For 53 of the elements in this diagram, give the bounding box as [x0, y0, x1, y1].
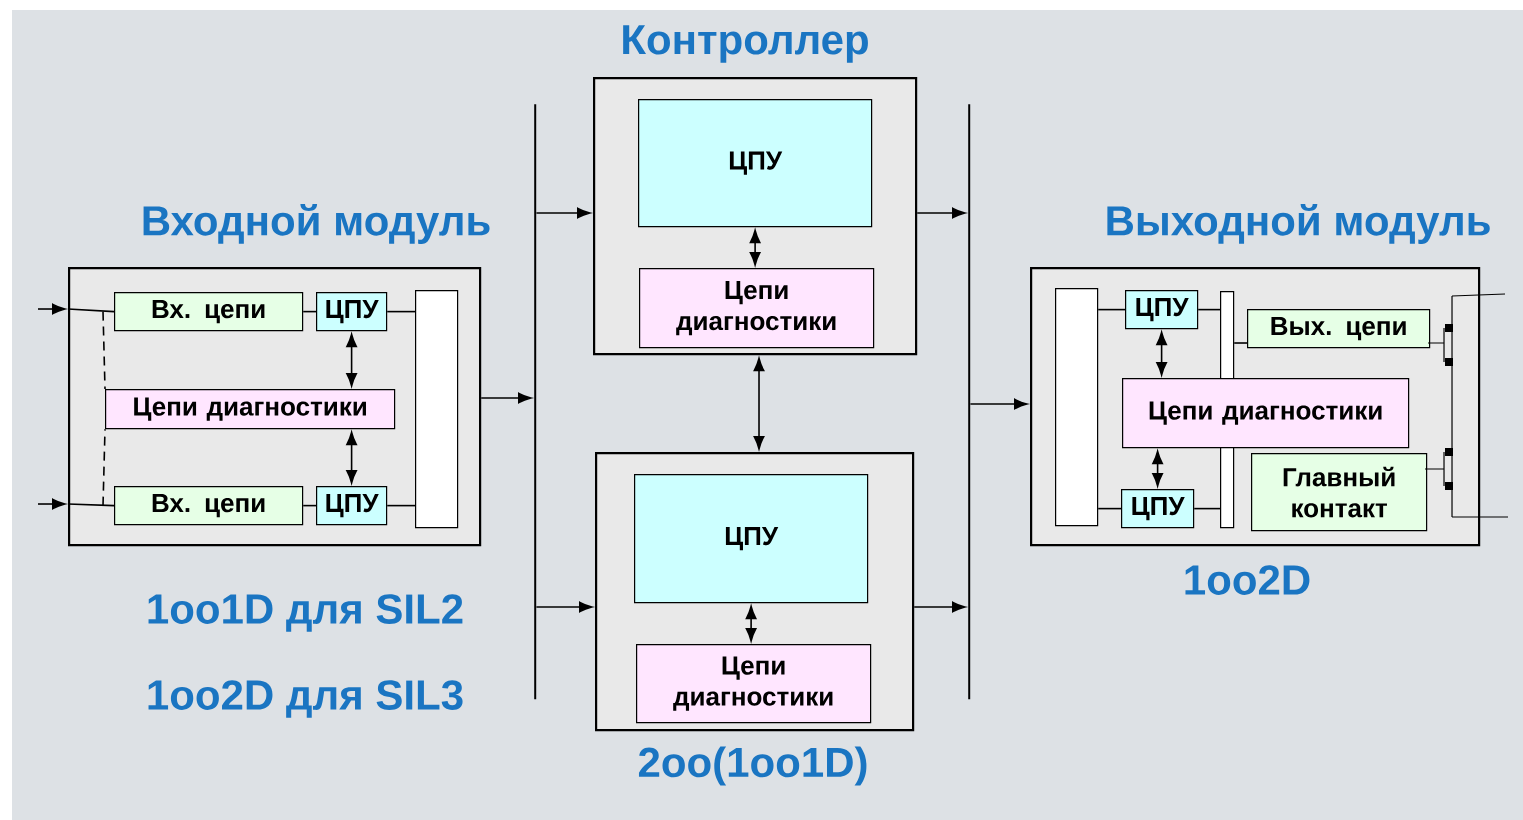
connector-line — [1233, 342, 1248, 344]
module-title: Входной модуль — [143, 204, 490, 244]
circuit-box: Вых. цепи — [1247, 309, 1431, 349]
diagnostics-box: Цепи диагностики — [639, 268, 875, 349]
connector-line — [386, 310, 416, 313]
circuit-box: Вх. цепи — [114, 486, 304, 526]
diagnostics-box: Цепи диагностики — [636, 644, 872, 724]
redundancy-label: 2oo(1oo1D) — [638, 746, 867, 786]
connector-line — [67, 503, 115, 507]
arrow — [37, 498, 66, 510]
cpu-box: ЦПУ — [316, 486, 388, 526]
bus-line — [534, 104, 537, 700]
arrow — [745, 605, 757, 642]
arrow — [916, 207, 966, 219]
module-title: Выходной модуль — [1107, 204, 1490, 244]
module-title: Контроллер — [623, 25, 868, 63]
arrow — [1156, 331, 1167, 376]
diagnostics-box: Цепи диагностики — [1122, 378, 1410, 449]
connector-line — [1097, 308, 1126, 311]
arrow — [535, 207, 591, 219]
redundancy-label: 1oo1D для SIL2 — [148, 594, 463, 632]
redundancy-label: 1oo2D для SIL3 — [148, 680, 463, 718]
arrow — [1152, 450, 1163, 487]
bus-bar — [1055, 288, 1099, 527]
connector-line — [302, 504, 317, 507]
arrow — [535, 601, 593, 613]
connector-line — [1193, 507, 1221, 510]
connector-line — [386, 504, 416, 507]
redundancy-label: 1oo2D — [1185, 565, 1310, 595]
cpu-box: ЦПУ — [1125, 290, 1199, 330]
connector-line — [1097, 507, 1122, 510]
arrow — [346, 333, 358, 387]
cpu-box: ЦПУ — [316, 292, 388, 332]
bus-line — [968, 104, 971, 700]
dashed-line — [102, 310, 106, 390]
cpu-box: ЦПУ — [634, 474, 869, 604]
circuit-box: Главный контакт — [1251, 453, 1428, 532]
arrow — [753, 357, 765, 450]
diagnostics-box: Цепи диагностики — [105, 389, 396, 430]
bus-bar — [415, 290, 459, 529]
arrow — [913, 601, 966, 613]
cpu-box: ЦПУ — [1121, 489, 1195, 529]
arrow — [749, 229, 761, 266]
connector-line — [67, 308, 115, 313]
connector-line — [302, 310, 317, 313]
arrow — [346, 431, 358, 484]
arrow — [37, 303, 66, 315]
arrow — [480, 392, 532, 404]
connector-line — [1197, 308, 1221, 311]
cpu-box: ЦПУ — [638, 99, 873, 228]
arrow — [969, 398, 1028, 410]
circuit-box: Вх. цепи — [114, 292, 304, 332]
dashed-line — [102, 428, 106, 507]
